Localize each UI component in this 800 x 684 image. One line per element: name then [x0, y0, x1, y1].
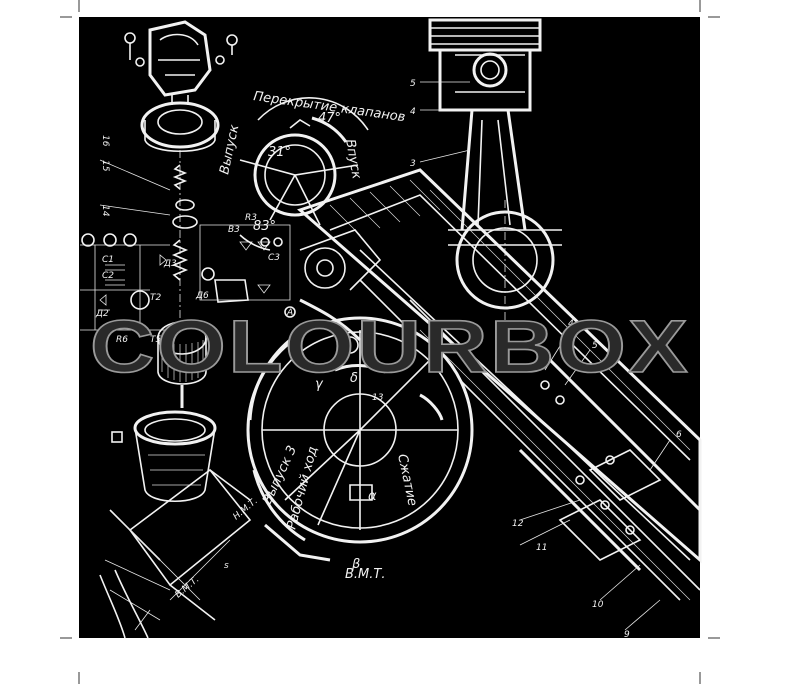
svg-text:T2: T2	[150, 293, 161, 303]
part-number-11: 11	[536, 543, 547, 553]
watermark-text: COLOURBOX	[90, 305, 690, 388]
svg-text:16: 16	[100, 135, 110, 147]
svg-text:C1: C1	[102, 255, 114, 265]
svg-text:T5: T5	[150, 335, 161, 345]
svg-text:B3: B3	[228, 225, 240, 235]
circuit-diagram: C1 C2 T2 Д3 Д2 R6 T5	[80, 233, 177, 345]
part-number-9: 9	[624, 630, 630, 640]
part-number-3: 3	[410, 159, 416, 169]
crop-marks	[60, 0, 720, 684]
intake-label: Впуск	[342, 138, 364, 180]
beta-label: β	[351, 557, 360, 572]
connecting-rod: 5 4 3	[410, 18, 562, 320]
svg-text:13: 13	[372, 393, 384, 403]
part-number-6: 6	[676, 430, 682, 440]
angle-31-label: 31°	[268, 145, 291, 160]
svg-text:14: 14	[100, 205, 110, 217]
armature	[157, 321, 207, 408]
svg-text:C3: C3	[268, 253, 280, 263]
timing-disc: Сжатие Рабочий ход Выпуск 3 В.М.Т. δ γ α…	[246, 316, 474, 582]
gamma-label: γ	[315, 377, 324, 392]
svg-text:C2: C2	[102, 271, 114, 281]
part-number-5-top: 5	[410, 79, 416, 89]
svg-text:Д6: Д6	[195, 291, 209, 301]
svg-text:A: A	[286, 308, 293, 318]
alpha-label: α	[368, 489, 377, 504]
distributor-assembly: 16 15 14	[99, 20, 238, 320]
delta-label: δ	[350, 371, 358, 386]
part-number-5-right: 5	[592, 341, 598, 351]
tdc-label-disc: В.М.Т.	[345, 567, 385, 582]
part-number-4-top: 4	[410, 107, 416, 117]
svg-text:s: s	[224, 561, 229, 571]
part-number-12: 12	[512, 519, 524, 529]
svg-text:Д2: Д2	[95, 309, 109, 319]
part-number-10: 10	[592, 600, 604, 610]
gear-mechanism	[299, 229, 382, 354]
svg-text:R6: R6	[116, 335, 128, 345]
svg-text:Д3: Д3	[163, 259, 177, 269]
technical-drawing: 16 15 14 C1 C2 T2 Д3 Д2 R6 T5	[80, 18, 702, 640]
relay-circuit: R3 B3 Д6 C3 A	[195, 213, 296, 318]
svg-text:R3: R3	[245, 213, 257, 223]
svg-text:15: 15	[100, 160, 110, 172]
angle-47-label: 47°	[318, 111, 341, 126]
cup-bushing	[111, 410, 217, 503]
cylinder-section: 4 5 6 12 11 10 9	[297, 168, 702, 640]
angle-83-label: 83°	[253, 219, 276, 234]
part-number-4-right: 4	[568, 319, 574, 329]
